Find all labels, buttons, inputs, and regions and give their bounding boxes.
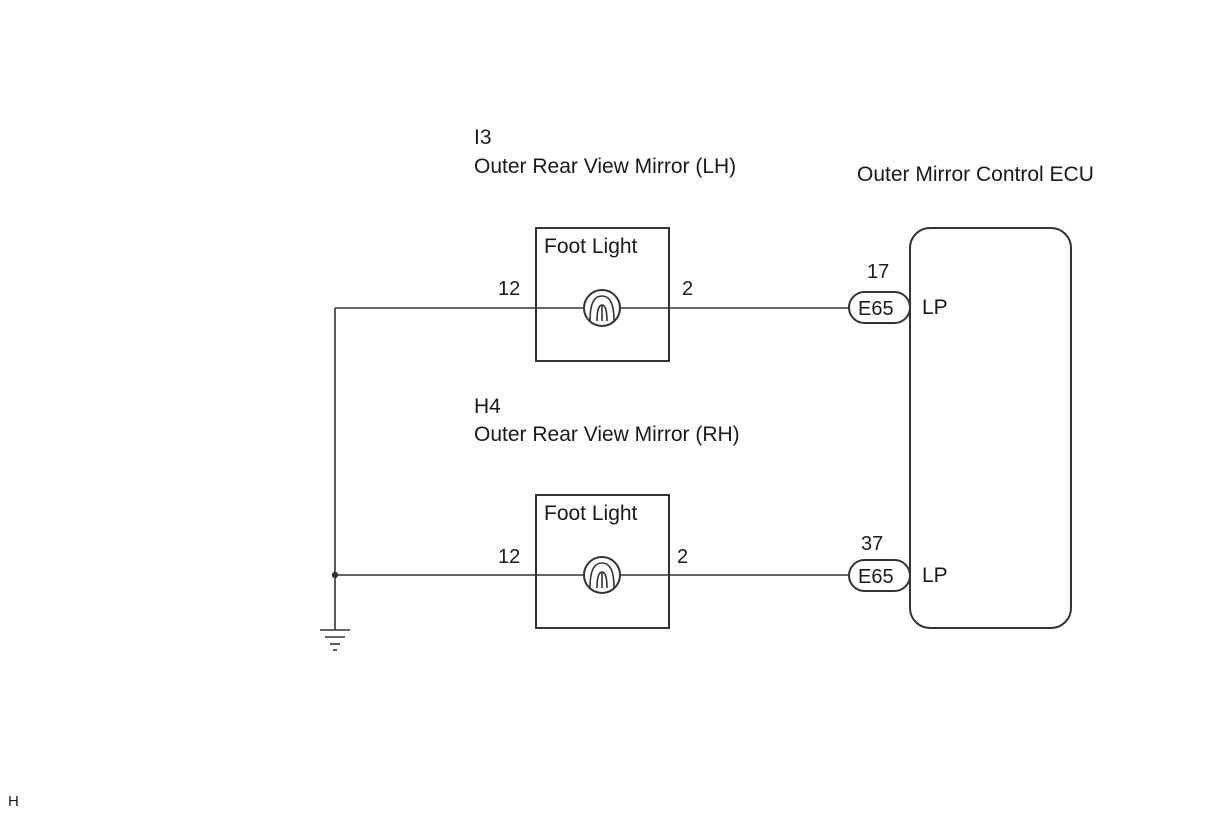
foot-light-lh-bulb-icon [583, 289, 621, 327]
mirror-rh-code: H4 [474, 395, 501, 418]
connector-bottom-code: E65 [858, 566, 894, 588]
foot-light-rh-bulb-icon [583, 556, 621, 594]
connector-top-code: E65 [858, 298, 894, 320]
junction-dot [331, 571, 339, 579]
ecu-terminal-top: LP [922, 296, 948, 319]
mirror-lh-name: Outer Rear View Mirror (LH) [474, 155, 736, 178]
foot-light-lh-label: Foot Light [544, 235, 638, 258]
ecu-name: Outer Mirror Control ECU [857, 163, 1094, 186]
ecu-terminal-bottom: LP [922, 564, 948, 587]
mirror-rh-pin-right: 2 [677, 546, 688, 568]
mirror-lh-pin-left: 12 [498, 278, 520, 300]
mirror-rh-pin-left: 12 [498, 546, 520, 568]
footer-label: H [8, 793, 19, 810]
mirror-lh-pin-right: 2 [682, 278, 693, 300]
foot-light-rh-label: Foot Light [544, 502, 638, 525]
ecu-pin-top: 17 [867, 261, 889, 283]
ecu-pin-bottom: 37 [861, 533, 883, 555]
connector-bottom-badge [848, 559, 911, 592]
mirror-lh-code: I3 [474, 126, 492, 149]
mirror-rh-name: Outer Rear View Mirror (RH) [474, 423, 740, 446]
ground-icon [320, 629, 350, 651]
connector-top-badge [848, 291, 911, 324]
ecu-box [909, 227, 1072, 629]
